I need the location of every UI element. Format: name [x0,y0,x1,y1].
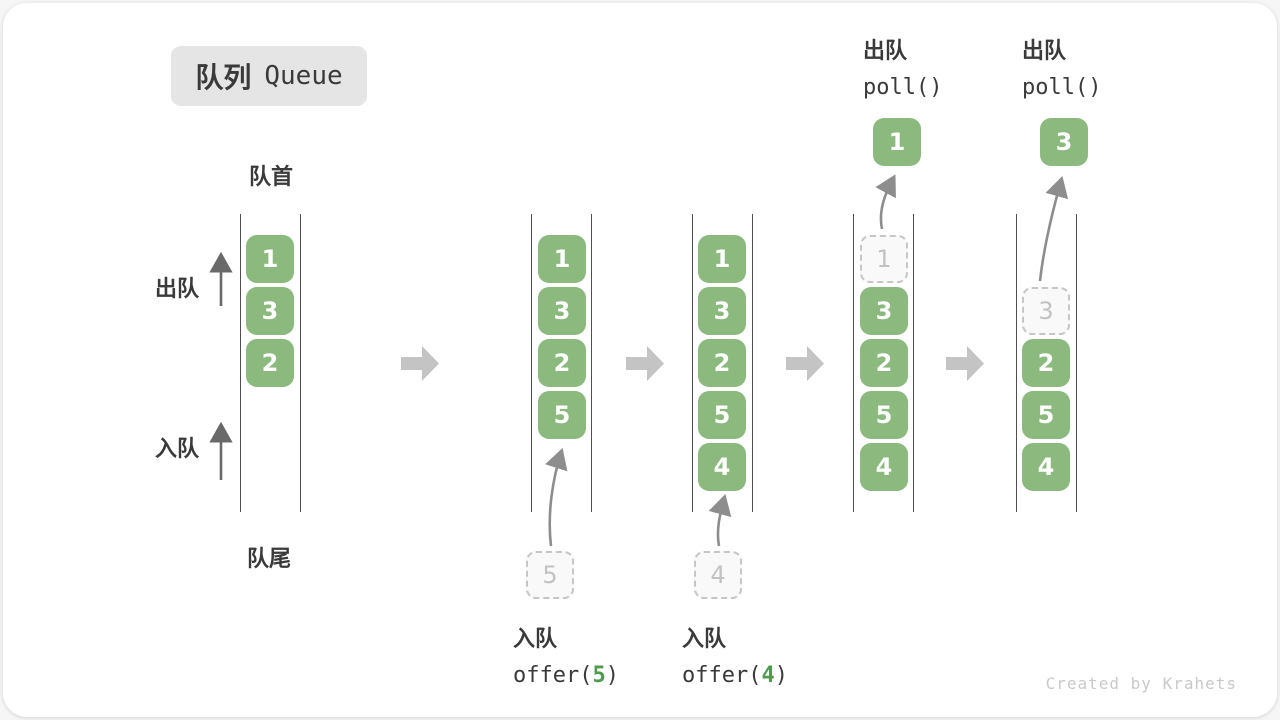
queue-cell: 2 [698,339,746,387]
queue-cell: 4 [698,443,746,491]
next-step-arrow-icon [626,346,664,381]
enqueue-op-zh: 入队 [513,626,558,651]
label-enqueue-direction: 入队 [155,436,200,461]
code-pre: offer( [682,663,762,688]
queue-rail-5 [1016,214,1077,512]
next-step-arrow-icon [786,346,824,381]
enqueue-op-code: offer(4) [682,663,788,688]
enqueue-op-zh: 入队 [682,626,727,651]
arrows-layer [209,174,1069,547]
title-badge: 队列 Queue [171,46,367,106]
next-step-arrow-icon [401,346,439,381]
label-queue-rear: 队尾 [247,546,292,571]
queue-cell: 3 [246,287,294,335]
queue-cell: 5 [1022,391,1070,439]
dequeue-op-label-1: 出队 poll() [863,33,942,100]
code-post: ) [605,663,619,688]
code-pre: offer( [513,663,593,688]
dequeue-op-zh: 出队 [1022,38,1067,63]
pending-enqueue-box: 4 [694,551,742,599]
queue-cell: 2 [860,339,908,387]
dequeue-op-code: poll() [1022,75,1102,100]
queue-cell: 3 [538,287,586,335]
dequeued-value-box: 1 [873,118,921,166]
title-zh: 队列 [195,62,252,93]
queue-cell-removed: 3 [1022,287,1070,335]
queue-rail-2 [531,214,592,512]
queue-cell: 2 [246,339,294,387]
enqueue-op-code: offer(5) [513,663,619,688]
diagram-card: 队列 Queue 队首 队尾 出队 入队 1 3 2 1 3 2 5 1 3 2… [3,3,1277,717]
next-step-arrow-icon [946,346,984,381]
queue-rail-1 [240,214,301,512]
code-post: ) [774,663,788,688]
queue-cell: 5 [860,391,908,439]
label-queue-front: 队首 [249,164,294,189]
queue-cell: 2 [1022,339,1070,387]
queue-cell: 1 [246,235,294,283]
code-arg: 5 [592,663,606,688]
enqueue-op-label-1: 入队 offer(5) [513,621,619,688]
queue-cell: 1 [698,235,746,283]
code-arg: 4 [761,663,775,688]
queue-cell-removed: 1 [860,235,908,283]
queue-cell: 4 [1022,443,1070,491]
pending-enqueue-box: 5 [526,551,574,599]
queue-rail-3 [692,214,753,512]
dequeue-op-label-2: 出队 poll() [1022,33,1101,100]
dequeue-op-code: poll() [863,75,943,100]
queue-cell: 1 [538,235,586,283]
label-dequeue-direction: 出队 [155,276,200,301]
enqueue-op-label-2: 入队 offer(4) [682,621,788,688]
queue-cell: 3 [698,287,746,335]
queue-cell: 4 [860,443,908,491]
queue-cell: 5 [538,391,586,439]
watermark: Created by Krahets [1045,674,1237,693]
dequeued-value-box: 3 [1040,118,1088,166]
queue-cell: 3 [860,287,908,335]
title-en: Queue [264,61,343,91]
queue-cell: 2 [538,339,586,387]
dequeue-op-zh: 出队 [863,38,908,63]
queue-cell: 5 [698,391,746,439]
queue-rail-4 [853,214,914,512]
